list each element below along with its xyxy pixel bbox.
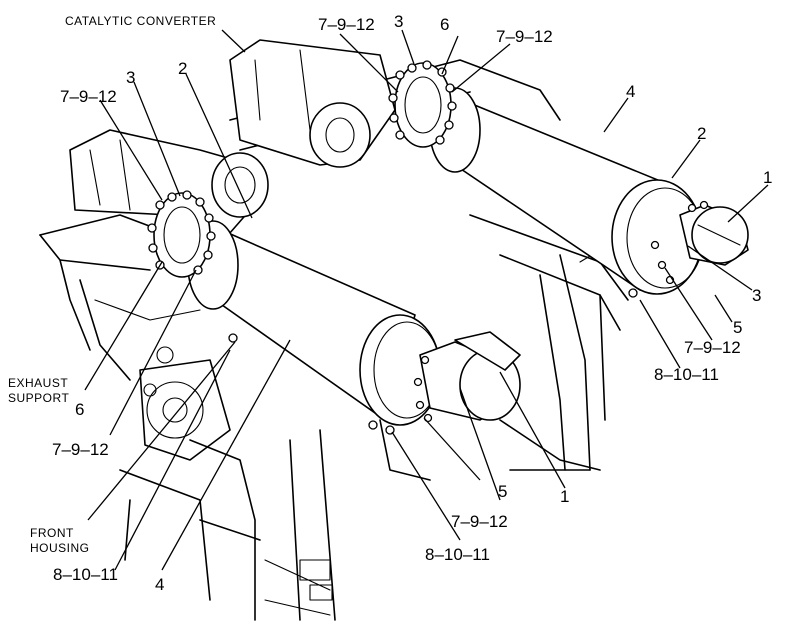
callout-1-bottom: 1: [560, 487, 569, 506]
callout-7-9-12-top-right: 7–9–12: [496, 27, 553, 46]
rear-rain-cap: [628, 200, 749, 298]
callout-7-9-12-right: 7–9–12: [684, 338, 741, 357]
front-muffler: [153, 192, 441, 426]
callout-2-left: 2: [178, 59, 187, 78]
callout-7-9-12-left: 7–9–12: [60, 87, 117, 106]
label-support: SUPPORT: [8, 391, 69, 405]
callout-7-9-12-bottom: 7–9–12: [451, 512, 508, 531]
chassis-frame: [39, 59, 629, 621]
right-catalytic-converter: [229, 39, 396, 168]
label-front: FRONT: [30, 526, 74, 540]
label-exhaust: EXHAUST: [8, 376, 68, 390]
rear-muffler: [394, 62, 704, 295]
callout-2-right: 2: [697, 124, 706, 143]
callout-8-10-11-bottom: 8–10–11: [425, 545, 490, 564]
callout-6-top: 6: [440, 15, 449, 34]
callout-3-left: 3: [126, 68, 135, 87]
callout-8-10-11-right: 8–10–11: [654, 365, 719, 384]
callout-3-right: 3: [752, 286, 761, 305]
callout-7-9-12-top: 7–9–12: [318, 15, 375, 34]
callout-5-bottom: 5: [498, 482, 507, 501]
callout-7-9-12-lower-left: 7–9–12: [52, 440, 109, 459]
callout-1-right: 1: [763, 168, 772, 187]
rear-muffler-flange-bolts: [388, 60, 457, 145]
callout-6-left: 6: [75, 400, 84, 419]
front-muffler-flange-bolts: [147, 190, 238, 343]
label-catalytic-converter: CATALYTIC CONVERTER: [65, 14, 216, 28]
labels: CATALYTIC CONVERTER EXHAUST SUPPORT FRON…: [8, 12, 772, 594]
callout-5-right: 5: [733, 318, 742, 337]
label-housing: HOUSING: [30, 541, 90, 555]
callout-4-top: 4: [626, 82, 635, 101]
leader-lines: [84, 29, 769, 571]
callout-8-10-11-left: 8–10–11: [53, 565, 118, 584]
callout-4-bottom: 4: [155, 575, 164, 594]
callout-3-top: 3: [394, 12, 403, 31]
